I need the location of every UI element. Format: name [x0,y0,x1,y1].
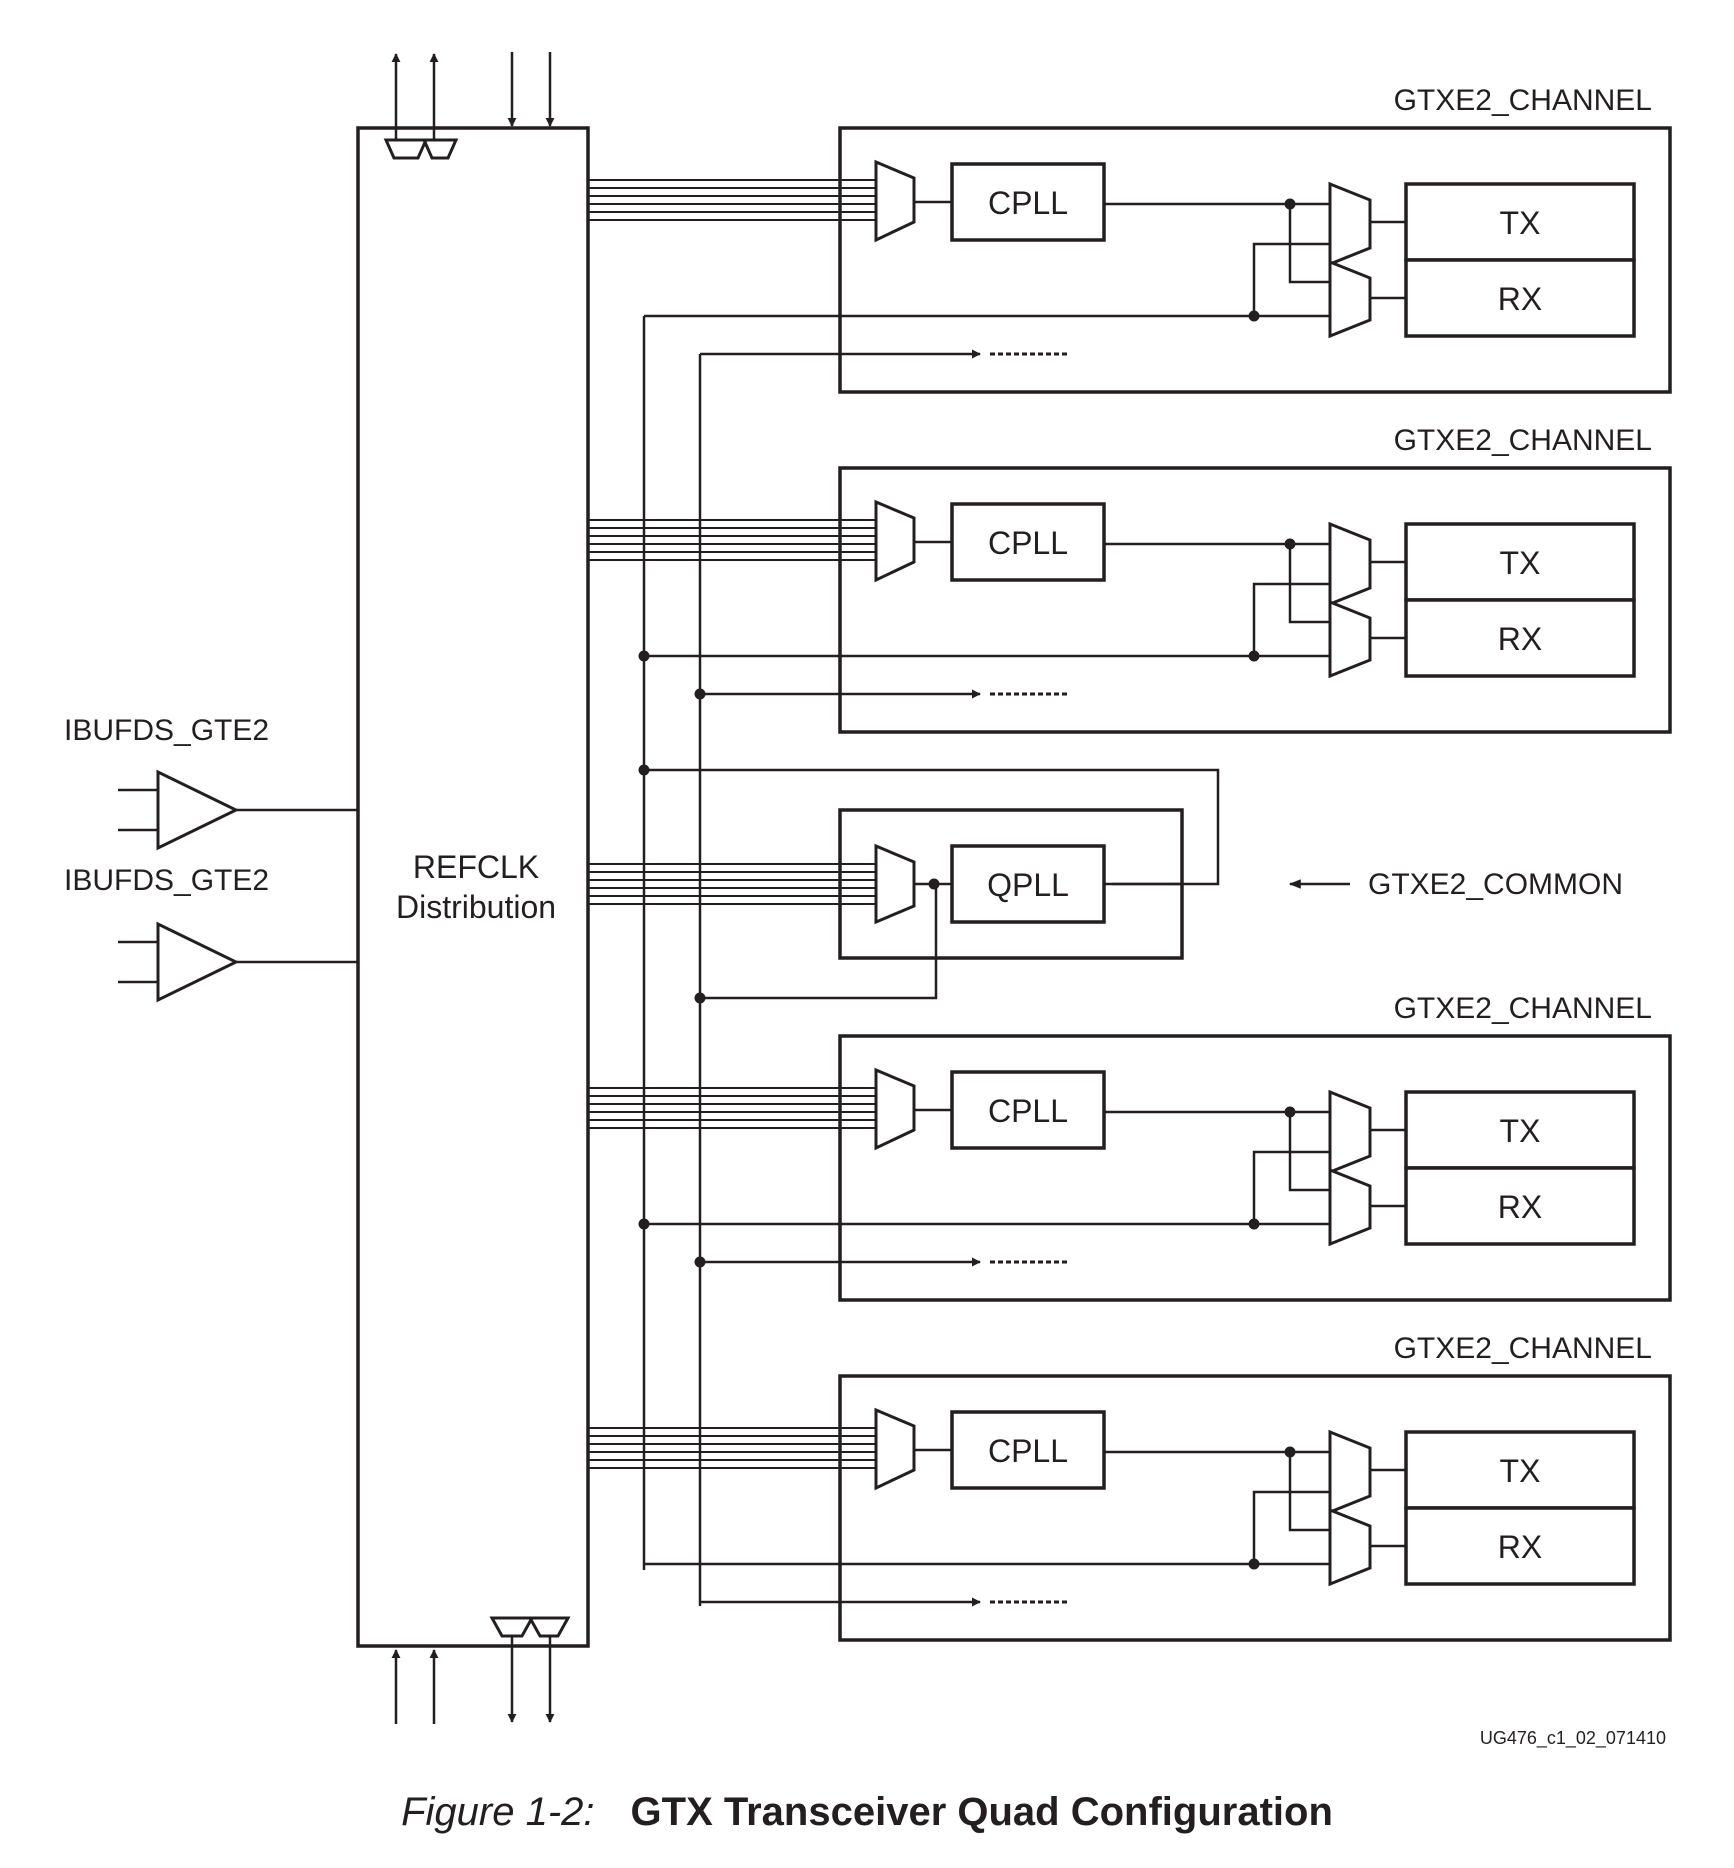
refclk-mux [874,499,916,583]
ibufds-buffer-1: IBUFDS_GTE2 [64,714,358,851]
refclk-mux [874,1407,916,1491]
gtxe2-channel-2: GTXE2_CHANNEL CPLL TX RX [588,424,1672,734]
tx-clock-mux [1328,181,1372,267]
rx-clock-mux [1328,1507,1372,1587]
rx-clock-mux [1328,259,1372,339]
figure-caption: Figure 1-2: GTX Transceiver Quad Configur… [0,1790,1734,1835]
rx-clock-mux [1328,599,1372,679]
qpll-block [950,844,1106,924]
common-title: GTXE2_COMMON [1368,868,1623,901]
rx-label: RX [1498,621,1542,657]
tx-label: TX [1500,1453,1541,1489]
tx-clock-mux [1328,1429,1372,1515]
tx-label: TX [1500,1113,1541,1149]
figure-title: GTX Transceiver Quad Configuration [630,1790,1333,1834]
rx-block [1404,258,1636,338]
ibufds-label-2: IBUFDS_GTE2 [64,864,269,897]
tx-label: TX [1500,545,1541,581]
tx-clock-mux [1328,1089,1372,1175]
rx-label: RX [1498,1529,1542,1565]
rx-clock-mux [1328,1167,1372,1247]
tx-block [1404,522,1636,602]
channel-box [838,1034,1672,1302]
refclk-label-line1: REFCLK [413,849,539,885]
qpll-output-buses [642,316,1220,1606]
tx-block [1404,1430,1636,1510]
cpll-label: CPLL [988,1093,1068,1129]
cpll-block [950,502,1106,582]
rx-label: RX [1498,1189,1542,1225]
figure-number: Figure 1-2: [401,1790,595,1834]
rx-block [1404,1166,1636,1246]
bus-junctions [638,650,706,1268]
cpll-label: CPLL [988,1433,1068,1469]
channel-title: GTXE2_CHANNEL [1394,992,1652,1025]
refclk-mux [874,1067,916,1151]
gtxe2-channel-4: GTXE2_CHANNEL CPLL TX RX [588,1332,1672,1642]
gtxe2-common: QPLL GTXE2_COMMON [588,808,1623,960]
ibufds-label-1: IBUFDS_GTE2 [64,714,269,747]
gtxe2-channel-3: GTXE2_CHANNEL CPLL TX RX [588,992,1672,1302]
bottom-neighbor-clock-arrows [391,1616,571,1724]
refclk-label-line2: Distribution [396,889,556,925]
channel-box [838,466,1672,734]
cpll-label: CPLL [988,185,1068,221]
channel-title: GTXE2_CHANNEL [1394,84,1652,117]
tx-block [1404,182,1636,262]
cpll-block [950,1410,1106,1490]
rx-block [1404,1506,1636,1586]
doc-id: UG476_c1_02_071410 [1480,1728,1666,1749]
cpll-block [950,1070,1106,1150]
qpll-label: QPLL [987,867,1069,903]
gtxe2-channel-1: GTXE2_CHANNEL CPLL TX RX [588,84,1672,394]
tx-label: TX [1500,205,1541,241]
top-neighbor-clock-arrows [383,52,555,160]
ibufds-buffer-2: IBUFDS_GTE2 [64,864,358,1003]
rx-label: RX [1498,281,1542,317]
tx-clock-mux [1328,521,1372,607]
cpll-label: CPLL [988,525,1068,561]
refclk-distribution-block: REFCLK Distribution [356,126,590,1648]
channel-box [838,126,1672,394]
channel-title: GTXE2_CHANNEL [1394,424,1652,457]
rx-block [1404,598,1636,678]
cpll-block [950,162,1106,242]
refclk-mux [874,159,916,243]
channel-title: GTXE2_CHANNEL [1394,1332,1652,1365]
channel-box [838,1374,1672,1642]
